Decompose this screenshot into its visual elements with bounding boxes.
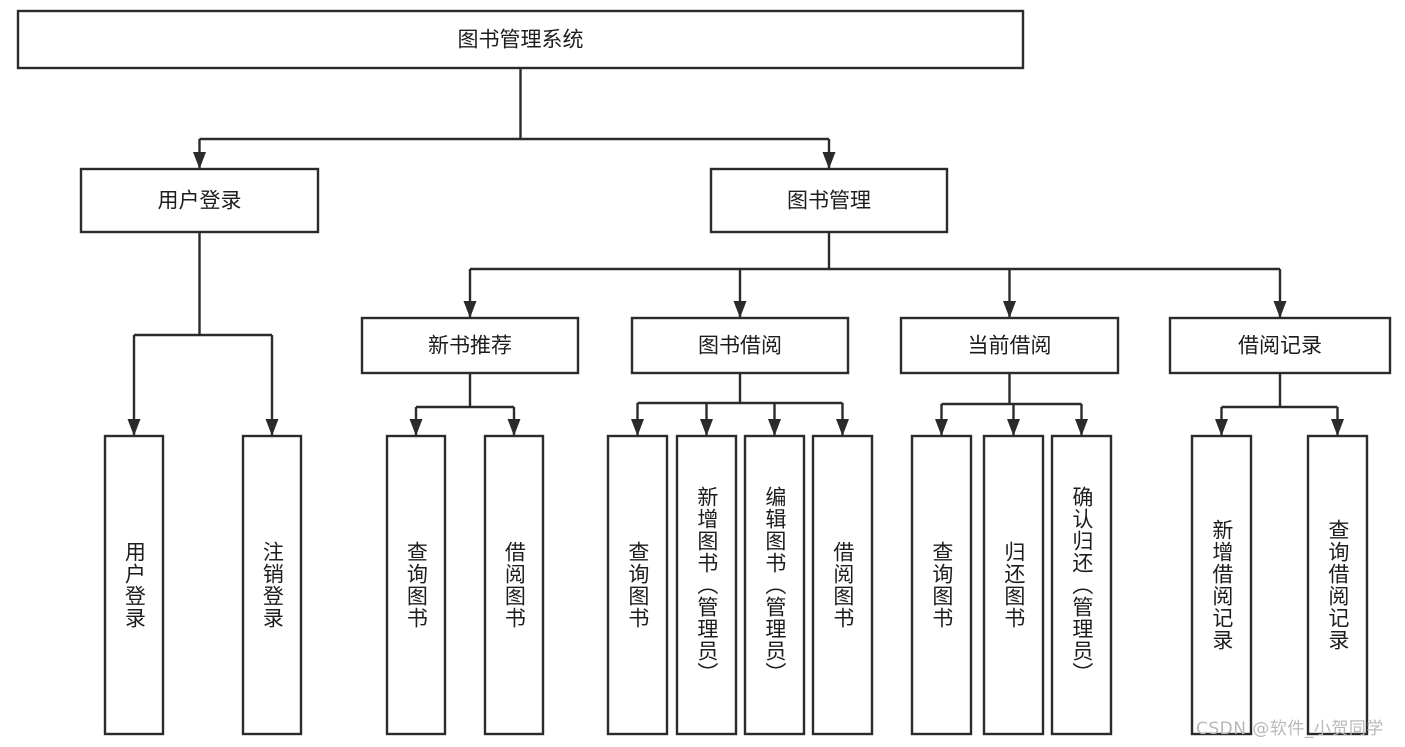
node-box-n_borrow — [630, 316, 850, 375]
arrow-head — [507, 419, 521, 436]
node-box-l_user_logout — [241, 434, 303, 736]
node-label-n_new_rec: 新书推荐 — [428, 334, 512, 358]
node-box-l_c_query — [910, 434, 973, 736]
node-label-n_book_mgmt: 图书管理 — [787, 189, 871, 213]
arrow-head — [935, 419, 948, 436]
arrow-head — [1331, 419, 1344, 436]
node-label-n_record: 借阅记录 — [1238, 334, 1322, 358]
node-box-root — [16, 9, 1025, 70]
arrow-head — [463, 301, 477, 318]
arrow-head — [836, 419, 849, 436]
node-box-l_user_login — [103, 434, 165, 736]
arrow-head — [768, 419, 781, 436]
arrow-head — [127, 419, 141, 436]
arrow-head — [1273, 301, 1287, 318]
node-box-l_nr_borrow — [483, 434, 545, 736]
node-label-root: 图书管理系统 — [458, 28, 584, 52]
node-box-l_b_query — [606, 434, 669, 736]
node-label-n_borrow: 图书借阅 — [698, 334, 782, 358]
node-label-n_current: 当前借阅 — [968, 334, 1052, 358]
node-box-n_new_rec — [360, 316, 580, 375]
arrow-head — [1215, 419, 1228, 436]
node-box-l_nr_query — [385, 434, 447, 736]
node-box-l_c_return — [982, 434, 1045, 736]
arrow-head — [1075, 419, 1088, 436]
arrow-head — [1007, 419, 1020, 436]
arrow-head — [822, 152, 836, 169]
node-box-n_record — [1168, 316, 1392, 375]
arrow-head — [193, 152, 206, 169]
node-box-l_b_edit — [743, 434, 806, 736]
node-box-n_user_login — [79, 167, 320, 234]
arrow-head — [409, 419, 423, 436]
node-box-l_r_add — [1190, 434, 1253, 736]
node-box-n_book_mgmt — [709, 167, 949, 234]
arrow-head — [1003, 301, 1016, 318]
arrow-head — [265, 419, 279, 436]
boxes-layer — [16, 9, 1392, 736]
edges-layer — [127, 68, 1344, 436]
csdn-watermark: CSDN @软件_小贺同学 — [1196, 719, 1384, 739]
node-box-l_c_confirm — [1050, 434, 1113, 736]
node-box-l_b_borrow — [811, 434, 874, 736]
node-label-n_user_login: 用户登录 — [158, 189, 242, 213]
arrow-head — [631, 419, 644, 436]
arrow-head — [733, 301, 747, 318]
arrow-head — [700, 419, 713, 436]
node-box-n_current — [899, 316, 1120, 375]
node-box-l_r_query — [1306, 434, 1369, 736]
node-box-l_b_add — [675, 434, 738, 736]
